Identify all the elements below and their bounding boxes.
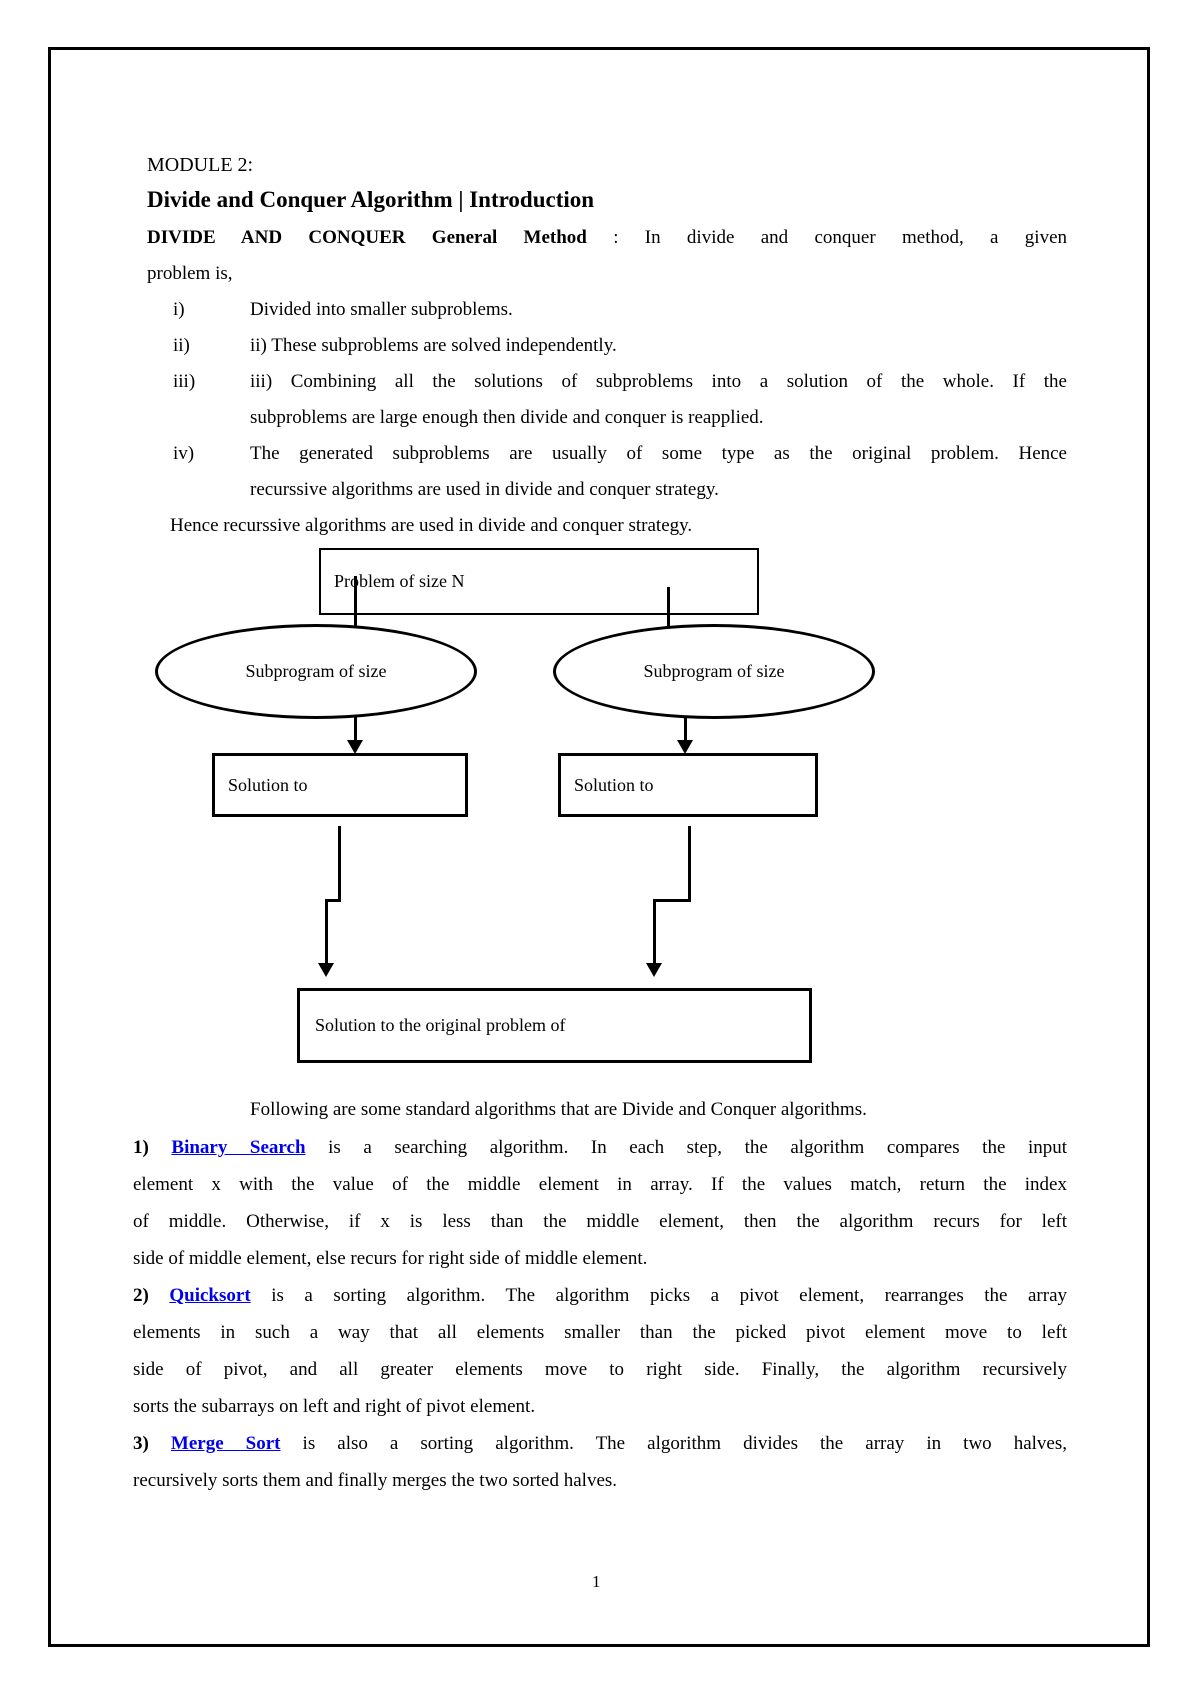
list-item-marker: i)	[173, 299, 185, 320]
algo3-line2: recursively sorts them and finally merge…	[133, 1470, 618, 1491]
solution-left-label: Solution to	[228, 774, 308, 795]
solution-box-left: Solution to	[212, 753, 468, 817]
solution-box-right: Solution to	[558, 753, 818, 817]
spacer	[149, 1137, 172, 1158]
down-arrow-shaft-left	[354, 716, 357, 742]
list-item-marker: iii)	[173, 371, 196, 392]
following-line: Following are some standard algorithms t…	[250, 1099, 867, 1120]
algo2-line4: sorts the subarrays on left and right of…	[133, 1396, 536, 1417]
connector-line-left	[354, 576, 357, 634]
down-arrow-head-left	[347, 740, 363, 754]
elbow-arrow-head-left	[318, 963, 334, 977]
elbow-connector-right-lower	[653, 899, 656, 965]
algo1-number: 1)	[133, 1137, 149, 1158]
elbow-connector-right-horizontal	[653, 899, 691, 902]
lead-bold-text: DIVIDE AND CONQUER General Method	[147, 227, 587, 248]
down-arrow-shaft-right	[684, 716, 687, 742]
algo1-line3: of middle. Otherwise, if x is less than …	[133, 1211, 1067, 1232]
subprogram-left-label: Subprogram of size	[245, 661, 387, 681]
algo1-line2: element x with the value of the middle e…	[133, 1174, 1067, 1195]
page-number: 1	[592, 1572, 601, 1591]
algo3-line1: 3) Merge Sort is also a sorting algorith…	[133, 1426, 1067, 1462]
list-item-text-continuation: subproblems are large enough then divide…	[250, 407, 764, 428]
quicksort-link[interactable]: Quicksort	[169, 1285, 251, 1306]
algo3-number: 3)	[133, 1433, 149, 1454]
algo1-line1-rest: is a searching algorithm. In each step, …	[305, 1137, 1068, 1158]
subprogram-right-label: Subprogram of size	[643, 661, 785, 681]
subprogram-ellipse-right: Subprogram of size	[553, 624, 875, 719]
spacer	[149, 1285, 170, 1306]
module-label: MODULE 2:	[147, 154, 254, 176]
lead-rest-text: : In divide and conquer method, a given	[586, 227, 1068, 248]
elbow-connector-right-upper	[688, 826, 691, 902]
list-item-text-continuation: recurssive algorithms are used in divide…	[250, 479, 719, 500]
algo2-line1-rest: is a sorting algorithm. The algorithm pi…	[250, 1285, 1068, 1306]
algo1-line1: 1) Binary Search is a searching algorith…	[133, 1130, 1067, 1166]
spacer	[149, 1433, 171, 1454]
list-item-text: The generated subproblems are usually of…	[250, 443, 1067, 464]
algo2-line2: elements in such a way that all elements…	[133, 1322, 1067, 1343]
elbow-arrow-head-right	[646, 963, 662, 977]
algo2-line3: side of pivot, and all greater elements …	[133, 1359, 1067, 1380]
merge-sort-link[interactable]: Merge Sort	[170, 1433, 281, 1454]
elbow-connector-left-horizontal	[325, 899, 341, 902]
connector-line-right	[667, 587, 670, 634]
hence-line: Hence recurssive algorithms are used in …	[170, 515, 693, 536]
final-solution-box: Solution to the original problem of	[297, 988, 812, 1063]
algo1-line4: side of middle element, else recurs for …	[133, 1248, 648, 1269]
solution-final-label: Solution to the original problem of	[315, 1015, 566, 1035]
list-item-text: iii) Combining all the solutions of subp…	[250, 371, 1067, 392]
problem-box: Problem of size N	[319, 548, 759, 615]
list-item-text: ii) These subproblems are solved indepen…	[250, 335, 617, 356]
page-border	[48, 47, 1150, 1647]
elbow-connector-left-lower	[325, 899, 328, 965]
elbow-connector-left-upper	[338, 826, 341, 902]
algo2-number: 2)	[133, 1285, 149, 1306]
down-arrow-head-right	[677, 740, 693, 754]
solution-right-label: Solution to	[574, 774, 654, 795]
algo2-line1: 2) Quicksort is a sorting algorithm. The…	[133, 1278, 1067, 1314]
doc-title: Divide and Conquer Algorithm | Introduct…	[147, 187, 595, 212]
problem-box-label: Problem of size N	[334, 571, 465, 591]
list-item-marker: iv)	[173, 443, 195, 464]
subprogram-ellipse-left: Subprogram of size	[155, 624, 477, 719]
algo3-line1-rest: is also a sorting algorithm. The algorit…	[280, 1433, 1068, 1454]
lead-paragraph-line2: problem is,	[147, 263, 233, 284]
lead-paragraph-line1: DIVIDE AND CONQUER General Method : In d…	[147, 220, 1067, 256]
list-item-text: Divided into smaller subproblems.	[250, 299, 513, 320]
binary-search-link[interactable]: Binary Search	[171, 1137, 306, 1158]
list-item-marker: ii)	[173, 335, 190, 356]
